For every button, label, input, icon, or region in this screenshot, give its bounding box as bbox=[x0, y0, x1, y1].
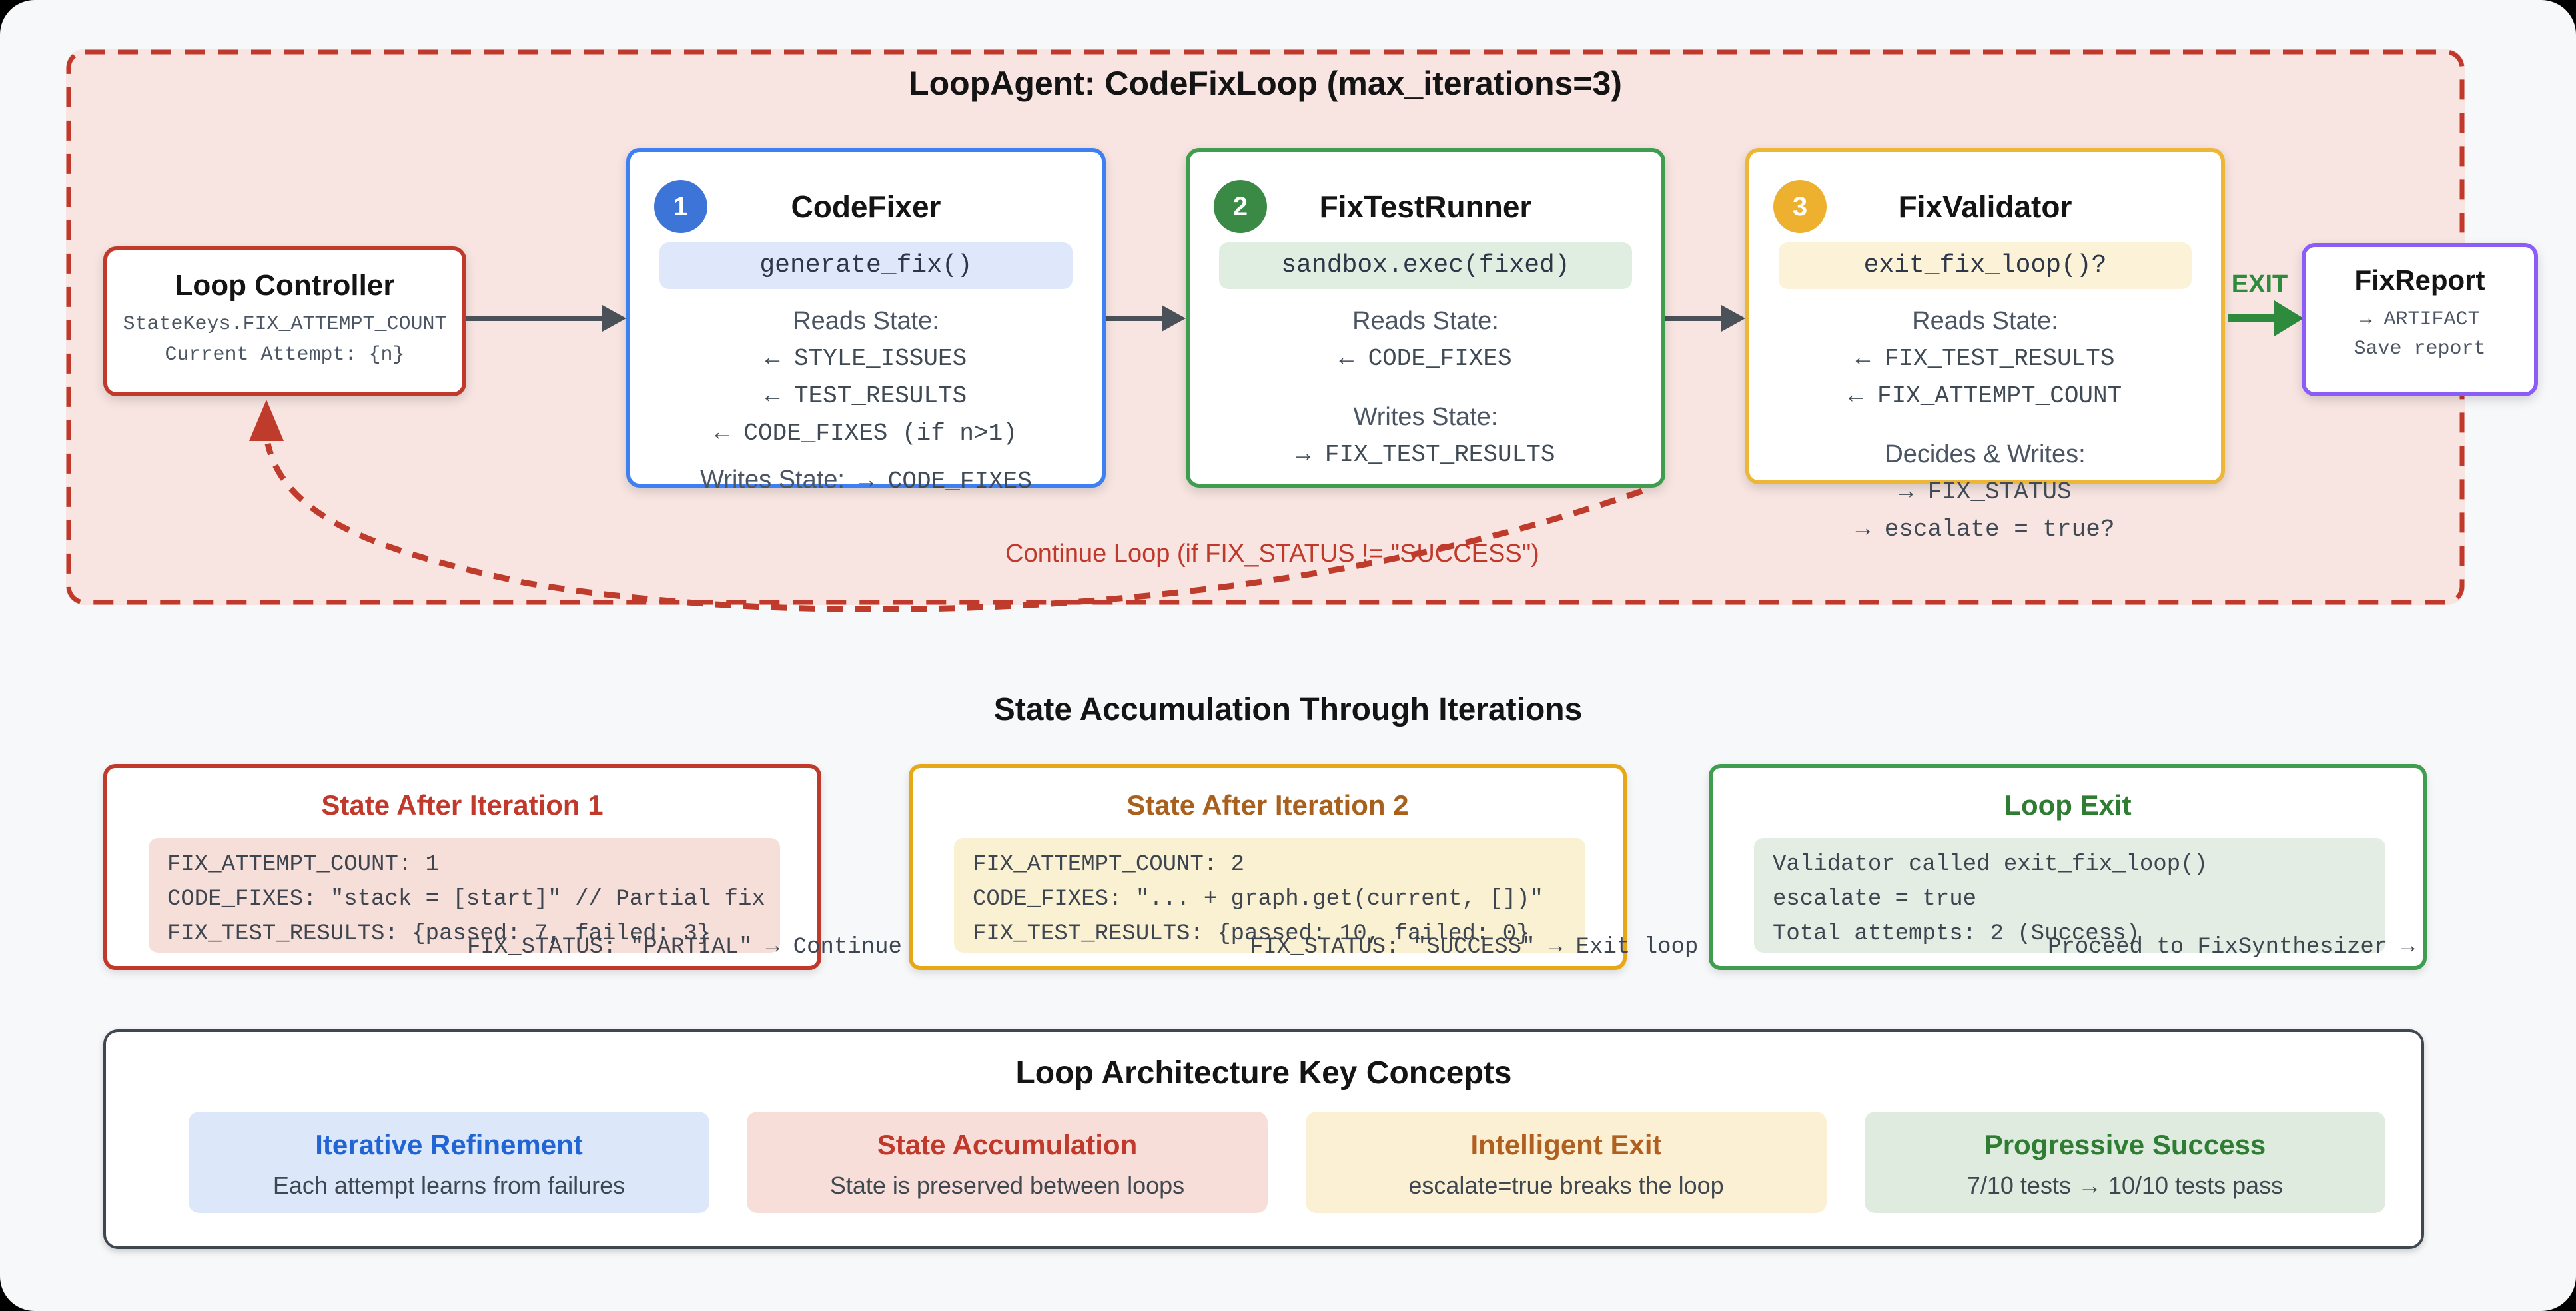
fixtestrunner-writes-label: Writes State: bbox=[1353, 403, 1498, 431]
loop-controller-box: Loop Controller StateKeys.FIX_ATTEMPT_CO… bbox=[103, 246, 466, 396]
step-badge-3: 3 bbox=[1773, 180, 1827, 233]
key-concepts-panel: Loop Architecture Key Concepts Iterative… bbox=[103, 1029, 2424, 1249]
fixtestrunner-reads-label: Reads State: bbox=[1352, 307, 1499, 335]
state-iteration-1-status: FIX_STATUS: "PARTIAL" → Continue loop bbox=[467, 935, 970, 960]
continue-loop-label: Continue Loop (if FIX_STATUS != "SUCCESS… bbox=[1005, 540, 1539, 568]
step-badge-1: 1 bbox=[654, 180, 707, 233]
loop-controller-statekey: StateKeys.FIX_ATTEMPT_COUNT bbox=[123, 313, 447, 336]
fixtestrunner-title: FixTestRunner bbox=[1319, 189, 1532, 224]
flow-arrow-icon-2 bbox=[1162, 305, 1186, 332]
fixreport-title: FixReport bbox=[2354, 264, 2485, 296]
codefixer-writes-value: → CODE_FIXES bbox=[859, 468, 1032, 495]
state-iteration-2-box: State After Iteration 2 FIX_ATTEMPT_COUN… bbox=[909, 764, 1698, 970]
fixtestrunner-reads-item: ← CODE_FIXES bbox=[1339, 345, 1512, 372]
fixvalidator-reads-item: ← FIX_ATTEMPT_COUNT bbox=[1848, 382, 2122, 410]
codefixer-reads-item: ← TEST_RESULTS bbox=[765, 382, 967, 410]
fixvalidator-writes-label: Decides & Writes: bbox=[1885, 440, 2086, 468]
codefixer-title: CodeFixer bbox=[791, 189, 941, 224]
exit-label: EXIT bbox=[2231, 270, 2288, 298]
flow-arrow-line-1 bbox=[466, 316, 604, 321]
fixvalidator-escalate-item: → escalate = true? bbox=[1855, 516, 2115, 543]
concept-card-iterative-refinement: Iterative Refinement Each attempt learns… bbox=[189, 1112, 709, 1213]
codefixer-method-pill: generate_fix() bbox=[659, 242, 1073, 289]
codefixer-reads-item: ← STYLE_ISSUES bbox=[765, 345, 967, 372]
codefixer-reads-label: Reads State: bbox=[793, 307, 939, 335]
loop-exit-code: Validator called exit_fix_loop() escalat… bbox=[1754, 838, 2385, 953]
exit-arrow-icon bbox=[2274, 300, 2304, 336]
codefixer-box: 1 CodeFixer generate_fix() Reads State: … bbox=[626, 148, 1106, 495]
exit-arrow-line bbox=[2228, 314, 2276, 322]
loop-title: LoopAgent: CodeFixLoop (max_iterations=3… bbox=[909, 65, 1622, 102]
concept-card-title: Iterative Refinement bbox=[315, 1129, 583, 1160]
fixreport-artifact-line: → ARTIFACT bbox=[2360, 308, 2480, 331]
loop-controller-title: Loop Controller bbox=[175, 269, 395, 302]
flow-arrow-icon-1 bbox=[602, 305, 626, 332]
state-section-heading: State Accumulation Through Iterations bbox=[993, 692, 1583, 727]
state-iteration-1-box: State After Iteration 1 FIX_ATTEMPT_COUN… bbox=[103, 764, 970, 970]
step-badge-2: 2 bbox=[1214, 180, 1267, 233]
flow-arrow-line-3 bbox=[1665, 316, 1723, 321]
key-concepts-heading: Loop Architecture Key Concepts bbox=[1015, 1055, 1512, 1091]
fixtestrunner-box: 2 FixTestRunner sandbox.exec(fixed) Read… bbox=[1186, 148, 1665, 488]
loop-exit-box: Loop Exit Validator called exit_fix_loop… bbox=[1709, 764, 2427, 970]
concept-card-subtitle: escalate=true breaks the loop bbox=[1408, 1172, 1724, 1199]
concept-card-title: Progressive Success bbox=[1984, 1129, 2266, 1160]
fixvalidator-reads-label: Reads State: bbox=[1912, 307, 2058, 335]
concept-card-subtitle: 7/10 tests → 10/10 tests pass bbox=[1966, 1172, 2284, 1199]
codefixer-reads-item: ← CODE_FIXES (if n>1) bbox=[715, 420, 1017, 447]
flow-arrow-line-2 bbox=[1106, 316, 1163, 321]
concept-card-intelligent-exit: Intelligent Exit escalate=true breaks th… bbox=[1306, 1112, 1827, 1213]
fixvalidator-title: FixValidator bbox=[1898, 189, 2072, 224]
state-iteration-1-title: State After Iteration 1 bbox=[321, 789, 604, 821]
fixvalidator-writes-item: → FIX_STATUS bbox=[1899, 478, 2072, 506]
loop-exit-title: Loop Exit bbox=[2004, 789, 2132, 821]
codefixer-writes-label: Writes State: bbox=[700, 466, 845, 494]
fixvalidator-reads-item: ← FIX_TEST_RESULTS bbox=[1855, 345, 2115, 372]
loop-exit-status: Proceed to FixSynthesizer → bbox=[2048, 935, 2415, 960]
concept-card-title: Intelligent Exit bbox=[1470, 1129, 1662, 1160]
concept-card-title: State Accumulation bbox=[877, 1129, 1138, 1160]
concept-card-subtitle: State is preserved between loops bbox=[829, 1172, 1185, 1199]
fixtestrunner-writes-item: → FIX_TEST_RESULTS bbox=[1296, 441, 1555, 468]
fixtestrunner-method-pill: sandbox.exec(fixed) bbox=[1219, 242, 1632, 289]
concept-card-subtitle: Each attempt learns from failures bbox=[272, 1172, 626, 1199]
flow-arrow-icon-3 bbox=[1721, 305, 1745, 332]
state-iteration-2-status: FIX_STATUS: "SUCCESS" → Exit loop bbox=[1250, 935, 1699, 960]
fixreport-box: FixReport → ARTIFACT Save report bbox=[2302, 243, 2538, 396]
loop-controller-attempt: Current Attempt: {n} bbox=[165, 344, 405, 366]
fixvalidator-method-pill: exit_fix_loop()? bbox=[1779, 242, 2192, 289]
state-iteration-2-code: FIX_ATTEMPT_COUNT: 2 CODE_FIXES: "... + … bbox=[954, 838, 1585, 953]
concept-card-progressive-success: Progressive Success 7/10 tests → 10/10 t… bbox=[1865, 1112, 2385, 1213]
concept-card-state-accumulation: State Accumulation State is preserved be… bbox=[747, 1112, 1268, 1213]
state-iteration-1-code: FIX_ATTEMPT_COUNT: 1 CODE_FIXES: "stack … bbox=[149, 838, 780, 953]
codefixer-writes-line: Writes State: → CODE_FIXES bbox=[630, 465, 1102, 500]
fixreport-save-line: Save report bbox=[2354, 338, 2486, 360]
state-iteration-2-title: State After Iteration 2 bbox=[1126, 789, 1409, 821]
fixvalidator-box: 3 FixValidator exit_fix_loop()? Reads St… bbox=[1745, 148, 2225, 543]
